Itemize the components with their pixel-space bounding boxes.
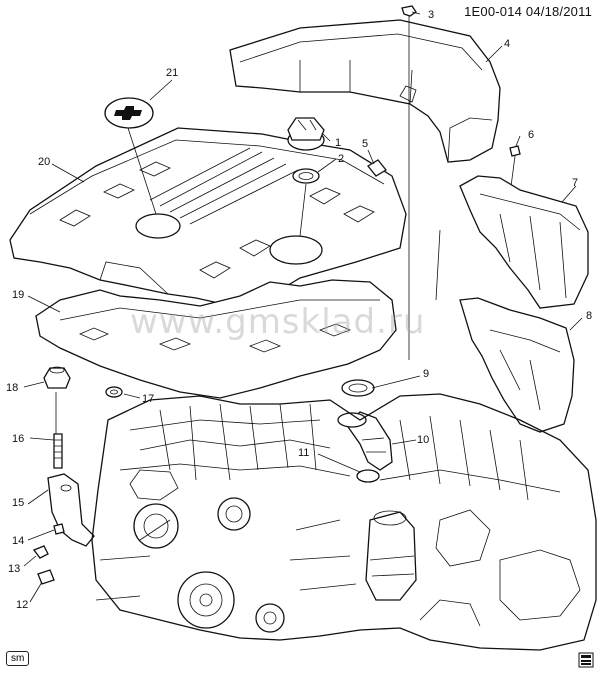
document-stack-icon: [578, 652, 594, 668]
watermark: www.gmsklad.ru: [130, 302, 426, 342]
part-9-grommet: [341, 379, 375, 397]
part-19-lower-cover: [35, 279, 397, 399]
leader-lines: [23, 11, 583, 603]
part-18-grommet: [43, 366, 71, 389]
part-13-bolt: [32, 545, 49, 559]
callout-19: 19: [12, 289, 24, 301]
part-8-shield: [459, 297, 575, 433]
part-14-stud: [53, 523, 65, 535]
callout-4: 4: [504, 38, 510, 50]
callout-20: 20: [38, 156, 50, 168]
callout-18: 18: [6, 382, 18, 394]
callout-12: 12: [16, 599, 28, 611]
part-2-seal: [292, 168, 320, 184]
sm-badge: sm: [6, 651, 30, 666]
callout-10: 10: [417, 434, 429, 446]
part-16-stud: [53, 433, 63, 469]
callout-5: 5: [362, 138, 368, 150]
part-21-emblem: [104, 97, 154, 129]
callout-8: 8: [586, 310, 592, 322]
callout-6: 6: [528, 129, 534, 141]
part-17-grommet: [105, 386, 123, 398]
engine-assembly: [91, 393, 597, 651]
part-12-bolt: [37, 569, 55, 585]
part-4-upper-shroud: [229, 19, 501, 163]
part-20-engine-cover: [9, 127, 407, 307]
callout-21: 21: [166, 67, 178, 79]
document-id: 1E00-014 04/18/2011: [464, 4, 592, 19]
callout-16: 16: [12, 433, 24, 445]
part-11-o-ring: [356, 469, 380, 483]
part-7-heat-shield: [459, 175, 589, 309]
callout-14: 14: [12, 535, 24, 547]
callout-17: 17: [142, 393, 154, 405]
callout-1: 1: [335, 137, 341, 149]
callout-11: 11: [298, 447, 309, 459]
part-1-oil-cap: [287, 117, 325, 151]
callout-3: 3: [428, 9, 434, 21]
callout-15: 15: [12, 497, 24, 509]
part-5-stud: [367, 159, 387, 177]
callout-13: 13: [8, 563, 20, 575]
part-3-bolt: [401, 5, 417, 360]
callout-2: 2: [338, 153, 344, 165]
callout-9: 9: [423, 368, 429, 380]
part-10-breather-tube: [337, 411, 393, 471]
part-15-bracket: [47, 473, 95, 547]
callout-7: 7: [572, 177, 578, 189]
callout-numbers: 1 2 3 4 5 6 7 8 9 10 11 12 13 14 15 16 1…: [6, 9, 592, 611]
